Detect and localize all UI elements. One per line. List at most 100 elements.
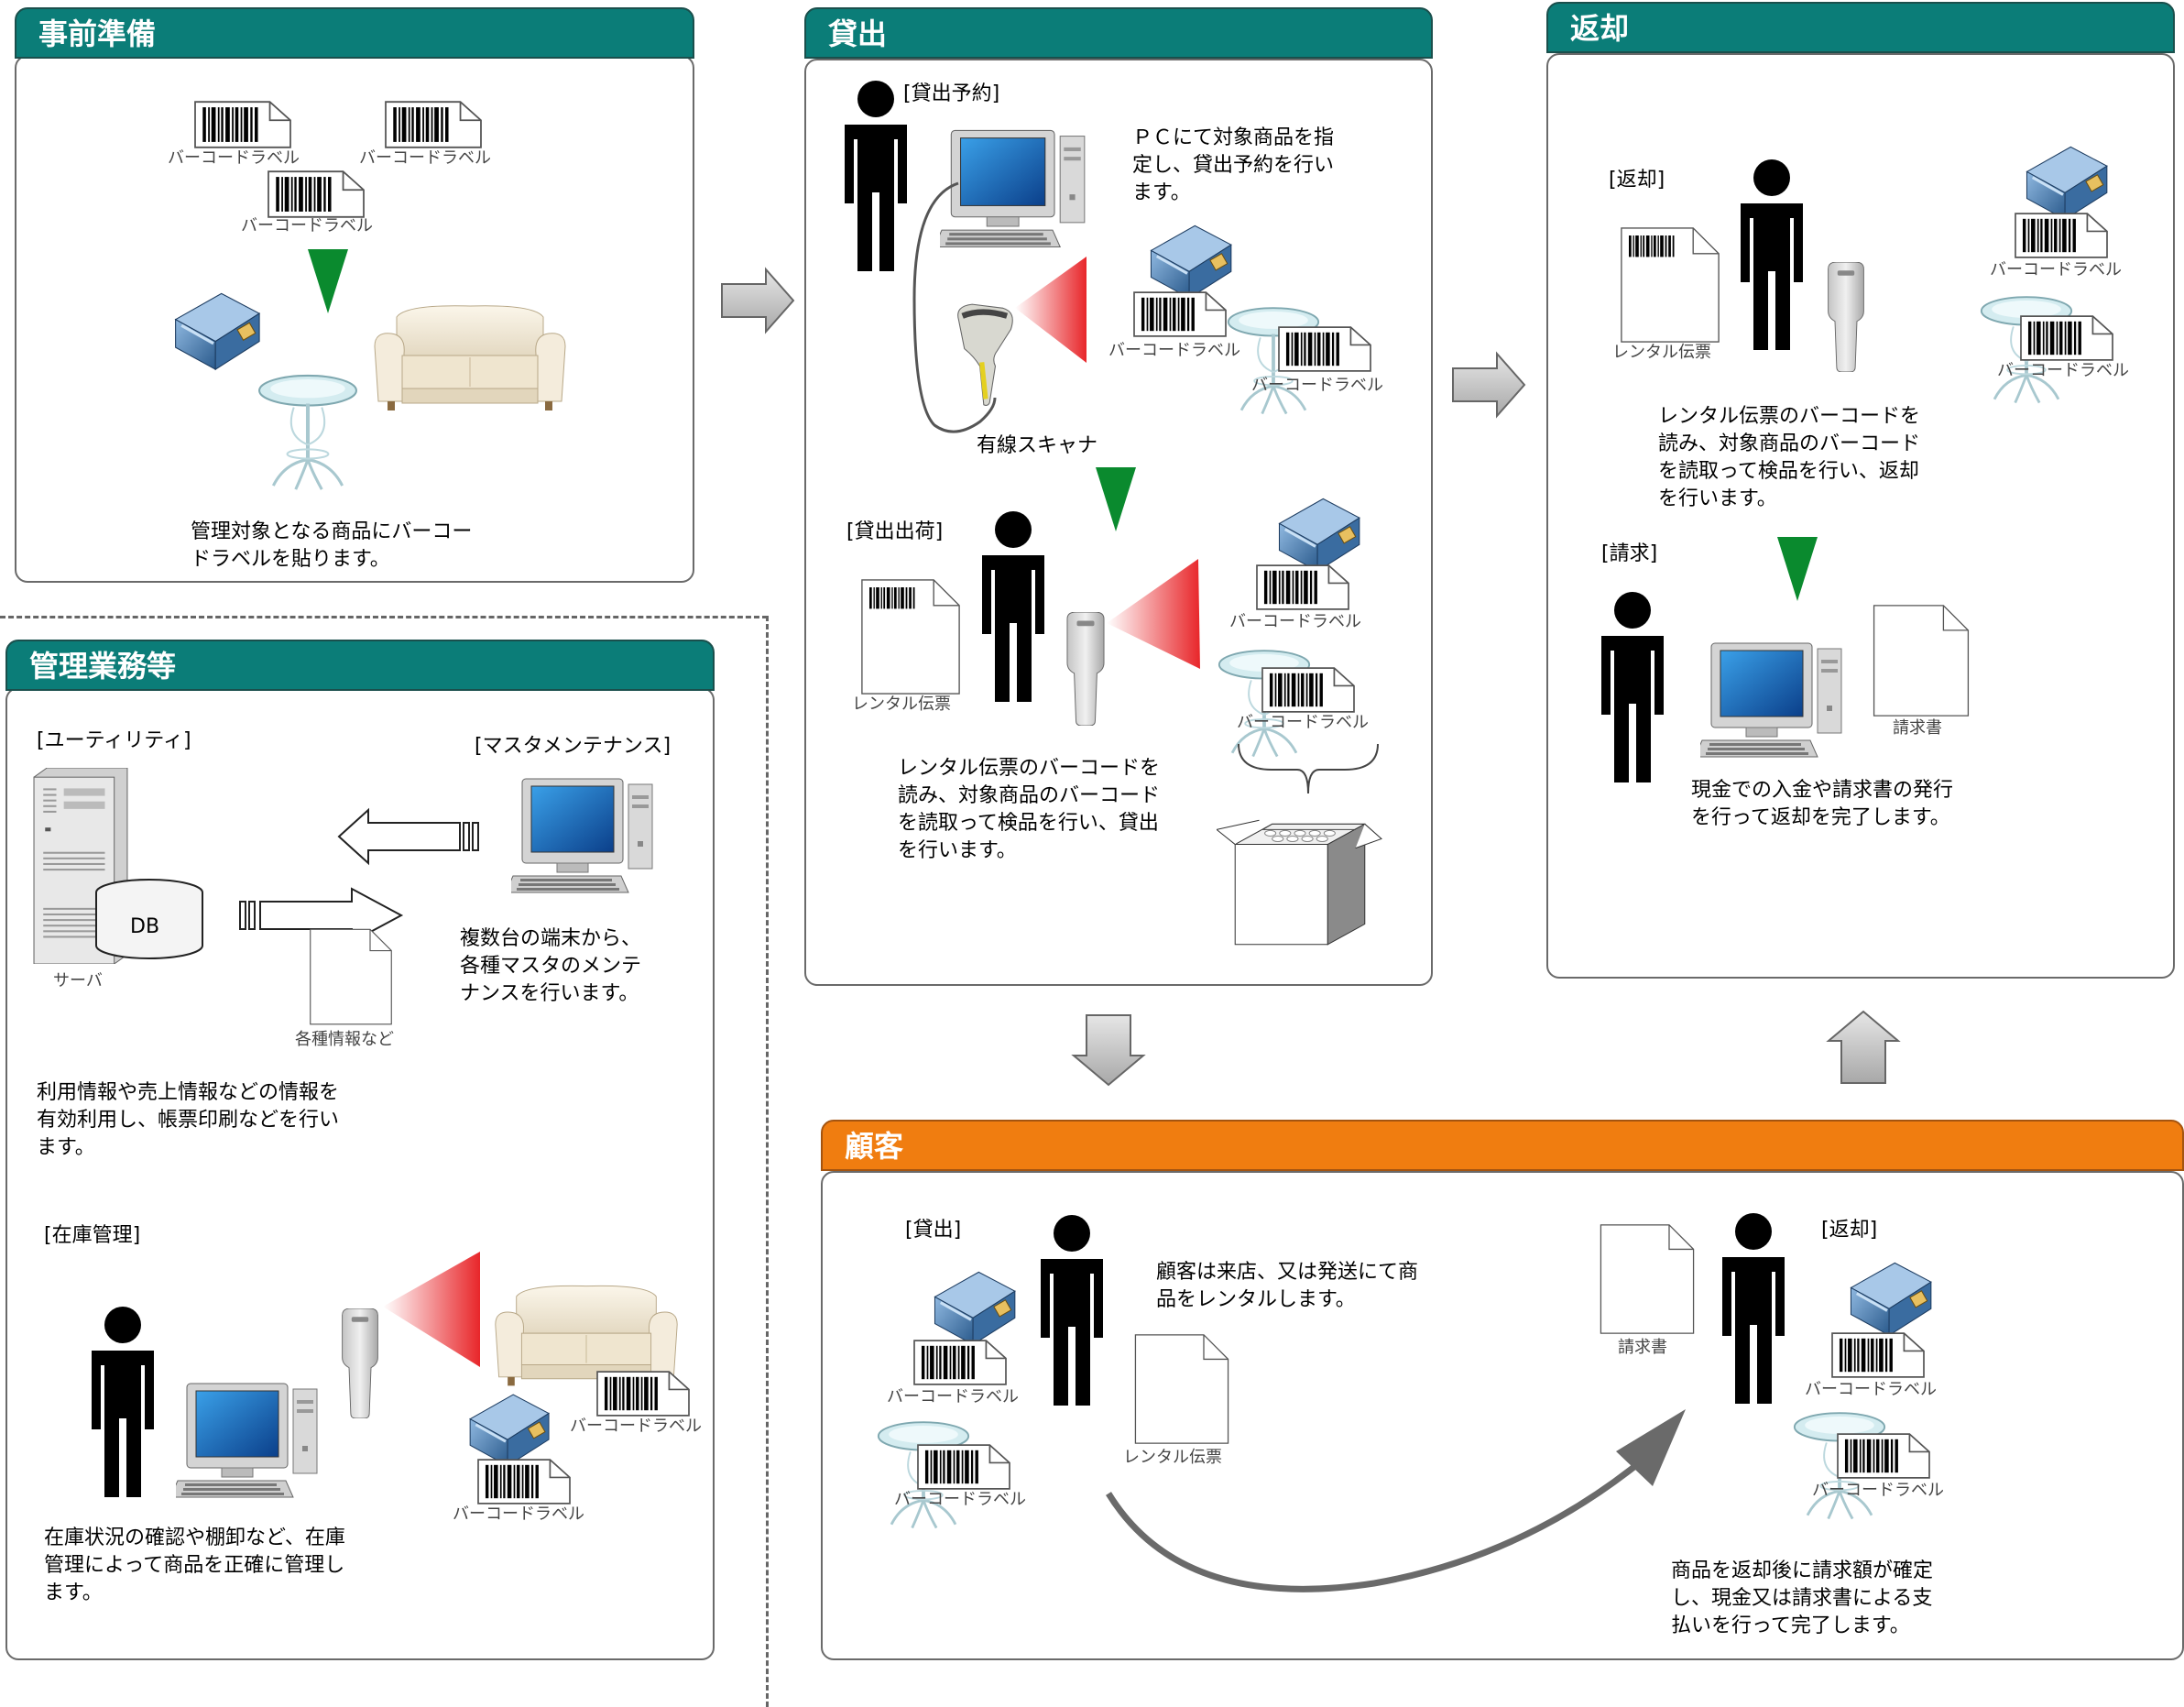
wired-scanner-icon: [953, 302, 1021, 409]
return-person-icon: [1735, 158, 1808, 354]
lend-ship-label-icon-2: [1261, 667, 1356, 713]
prep-label-1: バーコードラベル: [168, 148, 300, 168]
lend-label-icon-2: [1277, 326, 1372, 372]
scanner-cable: [912, 181, 997, 433]
lend-ship-person-icon: [977, 509, 1050, 706]
admin-master-description: 複数台の端末から、 各種マスタのメンテ ナンスを行います。: [460, 927, 642, 1005]
prep-label-icon-3: [266, 170, 366, 218]
prep-description: 管理対象となる商品にバーコー ドラベルを貼ります。: [191, 520, 473, 571]
lend-label-1: バーコードラベル: [1108, 341, 1240, 360]
customer-label-1: バーコードラベル: [887, 1387, 1019, 1406]
panel-customer: 顧客: [821, 1120, 2184, 1660]
lend-ship-handscanner-icon: [1063, 612, 1108, 726]
db-label: DB: [130, 915, 160, 938]
admin-info-label: 各種情報など: [295, 1030, 394, 1049]
return-label-icon-2: [2019, 315, 2114, 361]
admin-utility-description: 利用情報や売上情報などの情報を 有効利用し、帳票印刷などを行い ます。: [37, 1081, 340, 1159]
customer-curve-arrow-icon: [1106, 1409, 1686, 1592]
customer-ret-person-icon: [1717, 1211, 1790, 1407]
customer-ret-label-1: バーコードラベル: [1805, 1380, 1937, 1399]
customer-slip-label: レンタル伝票: [1123, 1448, 1222, 1467]
prep-label-2: バーコードラベル: [359, 148, 491, 168]
server-label: サーバ: [53, 971, 103, 990]
return-bill-description: 現金での入金や請求書の発行 を行って返却を完了します。: [1691, 779, 1954, 829]
inventory-person-icon: [86, 1305, 159, 1501]
lend-box-icon: [1217, 808, 1383, 955]
return-bill-person-icon: [1596, 590, 1669, 786]
customer-ret-label-2: バーコードラベル: [1812, 1481, 1944, 1500]
lend-reserve-description: ＰＣにて対象商品を指 定し、貸出予約を行い ます。: [1132, 126, 1335, 204]
prep-table-icon: [257, 363, 359, 498]
lend-slip-label: レンタル伝票: [852, 695, 951, 714]
lend-reserve-heading: [貸出予約]: [903, 82, 1000, 105]
lend-ship-beam-icon: [1107, 559, 1200, 669]
inventory-label-1: バーコードラベル: [570, 1417, 702, 1436]
return-slip-label: レンタル伝票: [1612, 343, 1711, 362]
lend-ship-description: レンタル伝票のバーコードを 読み、対象商品のバーコード を読取って検品を行い、貸…: [898, 757, 1161, 862]
panel-prep-title: 事前準備: [15, 7, 694, 59]
lend-slip-doc-icon: [856, 579, 966, 695]
customer-ret-heading: [返却]: [1821, 1219, 1878, 1242]
lend-label-icon-1: [1132, 291, 1228, 337]
customer-lend-person-icon: [1035, 1213, 1108, 1409]
panel-lend-title: 貸出: [804, 7, 1433, 59]
panel-admin-title: 管理業務等: [5, 640, 715, 691]
arrow-right-icon: [239, 887, 404, 944]
dashed-boundary-right: [766, 616, 769, 1707]
flow-arrow-customer-to-return: [1826, 1010, 1901, 1084]
lend-ship-label-1: バーコードラベル: [1229, 612, 1361, 631]
prep-book-icon: [163, 290, 264, 379]
flow-arrow-lend-to-customer: [1071, 1014, 1146, 1087]
return-invoice-doc-icon: [1865, 605, 1977, 717]
return-label-icon-1: [2014, 213, 2109, 258]
lend-ship-heading: [貸出出荷]: [846, 520, 944, 543]
inventory-scan-beam-icon: [383, 1252, 480, 1367]
admin-inventory-heading: [在庫管理]: [44, 1224, 141, 1247]
admin-master-heading: [マスタメンテナンス]: [475, 735, 672, 758]
lend-reserve-person-icon: [839, 79, 912, 275]
dashed-boundary-top: [0, 616, 768, 618]
lend-scanner-label: 有線スキャナ: [977, 434, 1098, 457]
return-label-2: バーコードラベル: [1997, 361, 2129, 380]
panel-return-title: 返却: [1546, 2, 2175, 53]
customer-lend-description: 顧客は来店、又は発送にて商 品をレンタルします。: [1156, 1261, 1419, 1311]
lend-ship-label-icon-1: [1255, 564, 1350, 610]
customer-ret-description: 商品を返却後に請求額が確定 し、現金又は請求書による支 払いを行って完了します。: [1671, 1559, 1934, 1637]
flow-arrow-prep-to-lend: [721, 267, 795, 334]
admin-info-doc-icon: [310, 927, 392, 1026]
return-bill-heading: [請求]: [1601, 542, 1658, 565]
return-ret-heading: [返却]: [1609, 169, 1665, 191]
db-cylinder-icon: [95, 879, 203, 959]
customer-invoice-label: 請求書: [1618, 1338, 1667, 1357]
inventory-label-2: バーコードラベル: [453, 1505, 584, 1524]
inventory-label-icon-1: [595, 1371, 691, 1417]
customer-ret-label-icon-1: [1830, 1332, 1926, 1378]
return-down-triangle-icon: [1777, 537, 1818, 601]
return-bill-pc-icon: [1700, 641, 1847, 760]
prep-down-triangle-icon: [308, 249, 348, 313]
prep-label-3: バーコードラベル: [241, 216, 373, 235]
panel-prep-body: [15, 55, 694, 583]
return-label-1: バーコードラベル: [1990, 260, 2122, 279]
return-ret-description: レンタル伝票のバーコードを 読み、対象商品のバーコード を読取って検品を行い、返…: [1658, 405, 1921, 510]
customer-lend-heading: [貸出]: [905, 1219, 962, 1242]
admin-inventory-description: 在庫状況の確認や棚卸など、在庫 管理によって商品を正確に管理し ます。: [44, 1526, 345, 1604]
inventory-handscanner-icon: [337, 1308, 383, 1418]
customer-label-icon-2: [916, 1444, 1011, 1490]
inventory-label-icon-2: [476, 1459, 572, 1505]
panel-prep: 事前準備: [15, 7, 694, 583]
lend-label-2: バーコードラベル: [1251, 376, 1383, 395]
return-invoice-label: 請求書: [1893, 718, 1942, 738]
prep-label-icon-1: [192, 101, 293, 148]
prep-label-icon-2: [383, 101, 484, 148]
arrow-left-icon: [337, 807, 479, 866]
customer-label-icon-1: [912, 1340, 1008, 1385]
lend-ship-label-2: バーコードラベル: [1237, 713, 1369, 732]
admin-master-pc-icon: [511, 777, 658, 896]
return-handscanner-icon: [1823, 262, 1869, 372]
panel-customer-title: 顧客: [821, 1120, 2184, 1171]
panel-customer-body: [821, 1171, 2184, 1660]
customer-label-2: バーコードラベル: [894, 1490, 1026, 1509]
lend-down-triangle-icon: [1096, 467, 1136, 531]
return-slip-doc-icon: [1614, 227, 1726, 343]
